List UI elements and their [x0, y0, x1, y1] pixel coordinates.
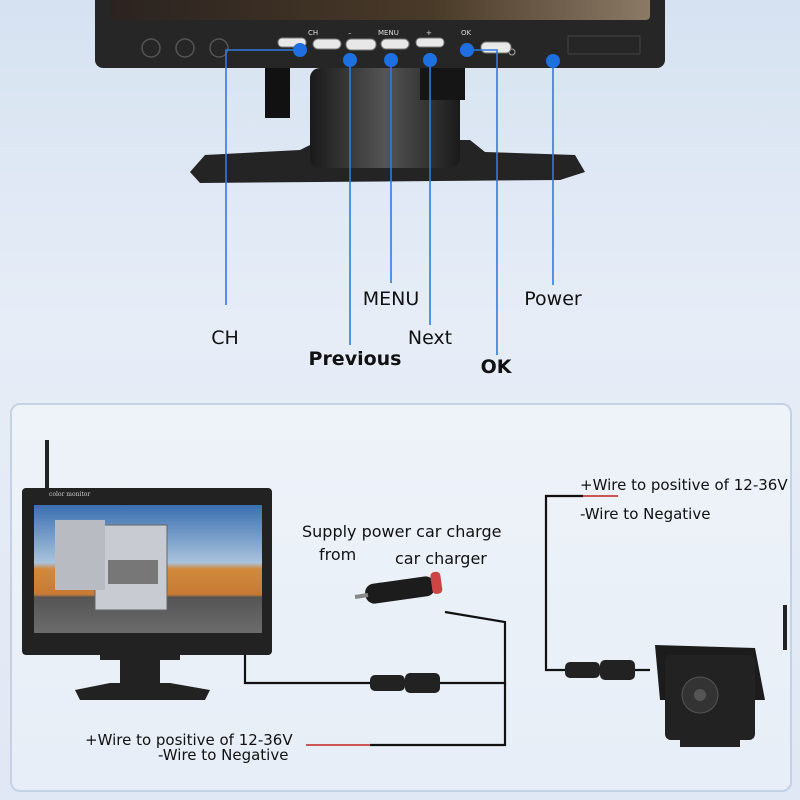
label-ch: CH — [211, 327, 239, 349]
button-legend-ch: CH — [308, 29, 319, 37]
callout-lines — [225, 49, 554, 355]
callout-dots — [293, 43, 560, 68]
label-menu: MENU — [362, 288, 420, 310]
monitor-brand-text: color monitor — [49, 491, 91, 498]
camera-wire-negative: -Wire to Negative — [580, 505, 711, 523]
front-buttons — [277, 37, 512, 54]
button-legend-minus: – — [348, 29, 352, 37]
monitor-buttons-illustration — [95, 0, 665, 355]
button-legend-ok: OK — [461, 29, 472, 37]
label-next: Next — [407, 327, 453, 349]
camera-wire-positive: +Wire to positive of 12-36V — [580, 476, 788, 494]
label-ok: OK — [480, 356, 512, 378]
monitor-wire-positive: +Wire to positive of 12-36V — [85, 731, 293, 749]
supply-label-from: from — [319, 545, 357, 564]
monitor-device — [22, 440, 272, 700]
backup-camera — [655, 605, 787, 747]
monitor-wire-negative: -Wire to Negative — [158, 746, 289, 764]
supply-label-charger: car charger — [395, 549, 487, 568]
car-charger-plug — [354, 571, 443, 604]
button-legend-menu: MENU — [378, 29, 399, 37]
supply-label-line1: Supply power car charge — [302, 522, 502, 541]
label-power: Power — [524, 288, 582, 310]
connectors — [370, 660, 635, 693]
monitor-stand — [190, 68, 585, 183]
monitor-bezel — [95, 0, 665, 68]
label-previous: Previous — [308, 348, 402, 370]
button-legend-plus: + — [426, 29, 432, 37]
